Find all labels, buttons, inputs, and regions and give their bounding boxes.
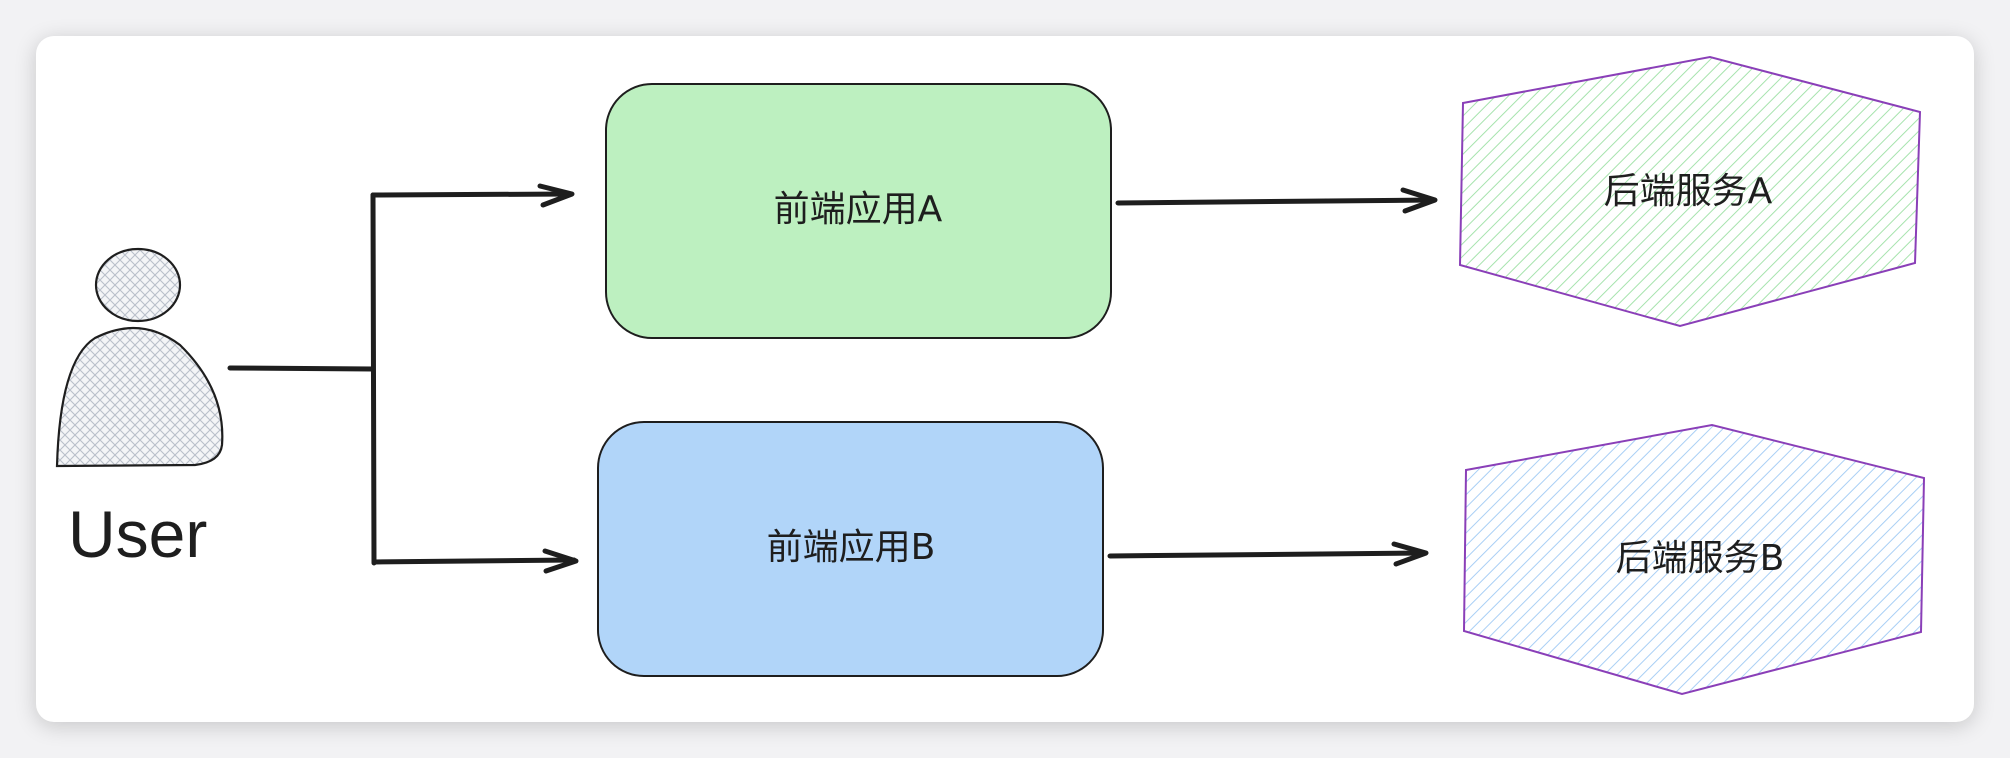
backend-b-node[interactable]: 后端服务B: [1462, 423, 1926, 696]
edge-frontend-a-to-backend-a: [1115, 187, 1438, 214]
frontend-a-label: 前端应用A: [774, 189, 943, 230]
backend-a-label: 后端服务A: [1604, 171, 1773, 212]
backend-b-label: 后端服务B: [1616, 538, 1785, 579]
edge-user-to-frontends: [227, 183, 579, 574]
person-icon: [55, 247, 224, 468]
user-node[interactable]: User: [55, 247, 224, 571]
frontend-a-node[interactable]: 前端应用A: [605, 83, 1112, 339]
frontend-b-node[interactable]: 前端应用B: [597, 421, 1104, 677]
edge-frontend-b-to-backend-b: [1107, 541, 1429, 567]
backend-a-node[interactable]: 后端服务A: [1458, 55, 1922, 328]
user-label: User: [68, 497, 207, 571]
frontend-b-label: 前端应用B: [767, 527, 936, 568]
